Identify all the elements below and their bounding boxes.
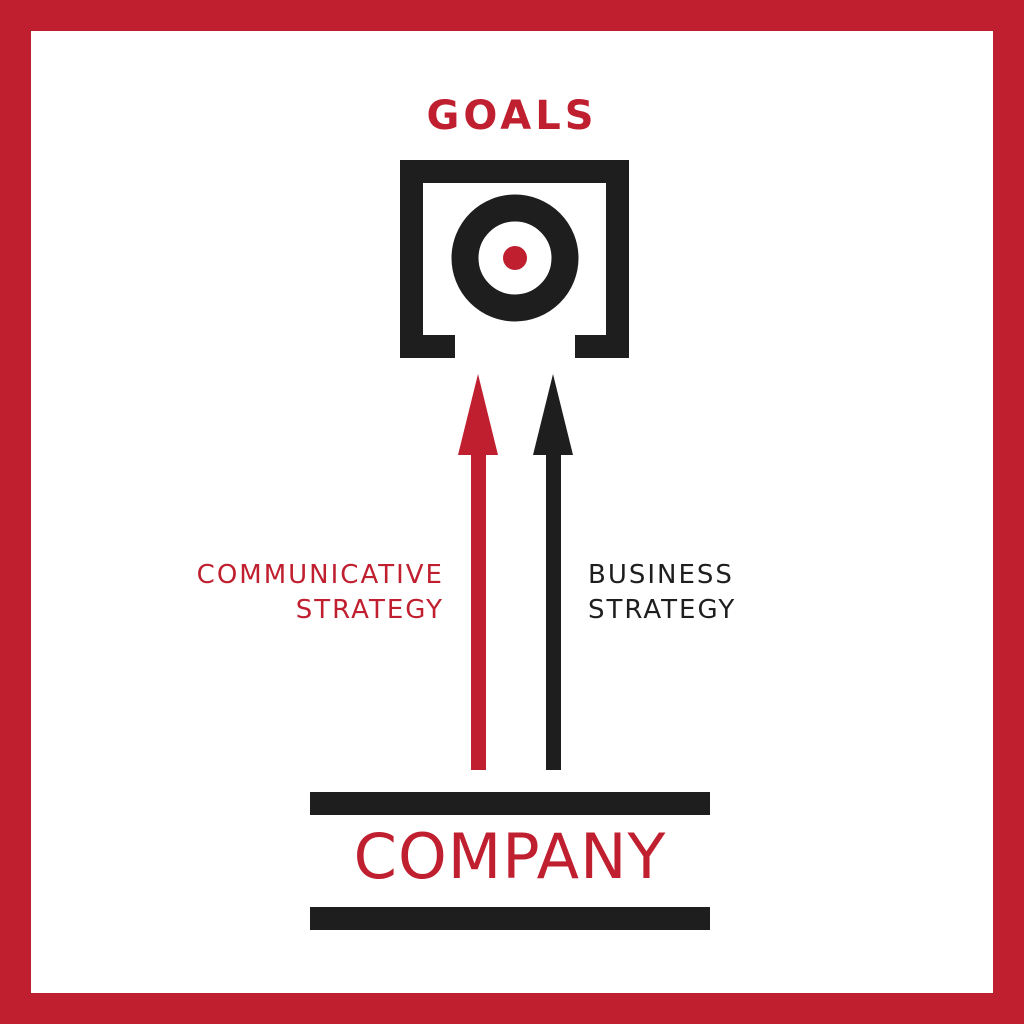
communicative-arrow-head bbox=[458, 374, 498, 455]
company-top-bar bbox=[310, 792, 710, 815]
communicative-arrow-shaft bbox=[471, 448, 486, 770]
target-bullseye bbox=[503, 246, 527, 270]
business-arrow-head bbox=[533, 374, 573, 455]
target-icon bbox=[400, 160, 629, 358]
target-bracket-top bbox=[400, 160, 629, 358]
business-strategy-label: BUSINESS STRATEGY bbox=[588, 558, 736, 628]
diagram-panel bbox=[31, 31, 993, 993]
company-title: COMPANY bbox=[353, 820, 667, 893]
communicative-arrow bbox=[458, 374, 498, 770]
business-arrow-shaft bbox=[546, 448, 561, 770]
communicative-label-line1: COMMUNICATIVE bbox=[196, 560, 444, 590]
communicative-strategy-label: COMMUNICATIVE STRATEGY bbox=[197, 558, 444, 628]
business-label-line2: STRATEGY bbox=[588, 595, 737, 625]
goals-title: GOALS bbox=[426, 93, 598, 139]
communicative-label-line2: STRATEGY bbox=[295, 595, 444, 625]
business-label-line1: BUSINESS bbox=[588, 560, 734, 590]
company-bottom-bar bbox=[310, 907, 710, 930]
business-arrow bbox=[533, 374, 573, 770]
target-outer-ring bbox=[451, 194, 579, 322]
